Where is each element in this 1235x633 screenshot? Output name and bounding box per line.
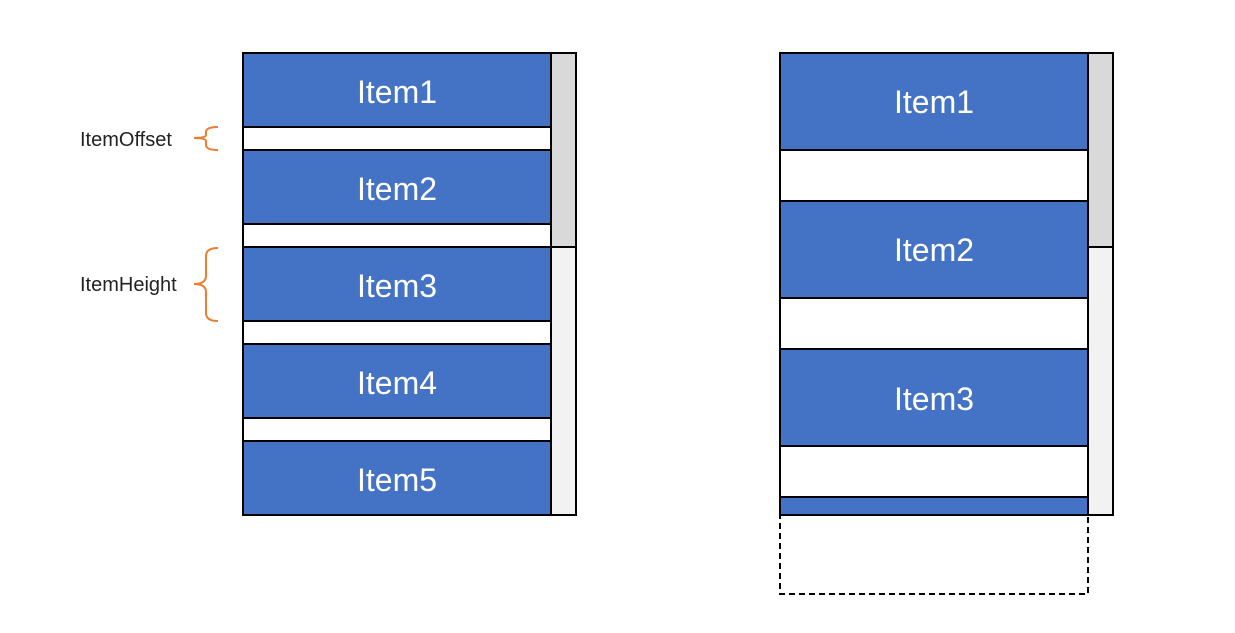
- right-offset-2: [779, 297, 1089, 350]
- item-height-brace-icon: [193, 247, 219, 322]
- left-list: Item1 Item2 Item3 Item4 Item5: [242, 52, 577, 516]
- left-item-5: Item5: [242, 440, 552, 516]
- left-item-2-label: Item2: [357, 171, 437, 207]
- item-offset-annotation: ItemOffset: [80, 126, 219, 151]
- left-offset-1: [242, 126, 552, 151]
- right-item-3-label: Item3: [894, 381, 974, 417]
- right-scroll-thumb: [1087, 52, 1114, 248]
- item-offset-label: ItemOffset: [80, 129, 172, 151]
- right-item-2-label: Item2: [894, 232, 974, 268]
- left-item-3: Item3: [242, 246, 552, 322]
- left-scroll-thumb: [550, 52, 577, 248]
- left-item-1: Item1: [242, 52, 552, 128]
- item-height-label: ItemHeight: [80, 274, 177, 296]
- left-offset-2: [242, 223, 552, 248]
- left-item-5-label: Item5: [357, 462, 437, 498]
- right-offset-3: [779, 445, 1089, 498]
- right-item-1-label: Item1: [894, 84, 974, 120]
- right-item-3: Item3: [779, 348, 1089, 447]
- item-offset-brace-icon: [193, 126, 219, 151]
- left-offset-4: [242, 417, 552, 442]
- left-item-1-label: Item1: [357, 74, 437, 110]
- right-offset-1: [779, 149, 1089, 202]
- right-item-2: Item2: [779, 200, 1089, 299]
- left-item-2: Item2: [242, 149, 552, 225]
- right-item-1: Item1: [779, 52, 1089, 151]
- left-item-4: Item4: [242, 343, 552, 419]
- left-item-3-label: Item3: [357, 268, 437, 304]
- item-height-annotation: ItemHeight: [80, 247, 219, 322]
- left-item-4-label: Item4: [357, 365, 437, 401]
- right-overflow-outline: [779, 514, 1089, 595]
- right-list: Item1 Item2 Item3: [779, 52, 1114, 595]
- left-offset-3: [242, 320, 552, 345]
- right-item-4-partial: [779, 496, 1089, 516]
